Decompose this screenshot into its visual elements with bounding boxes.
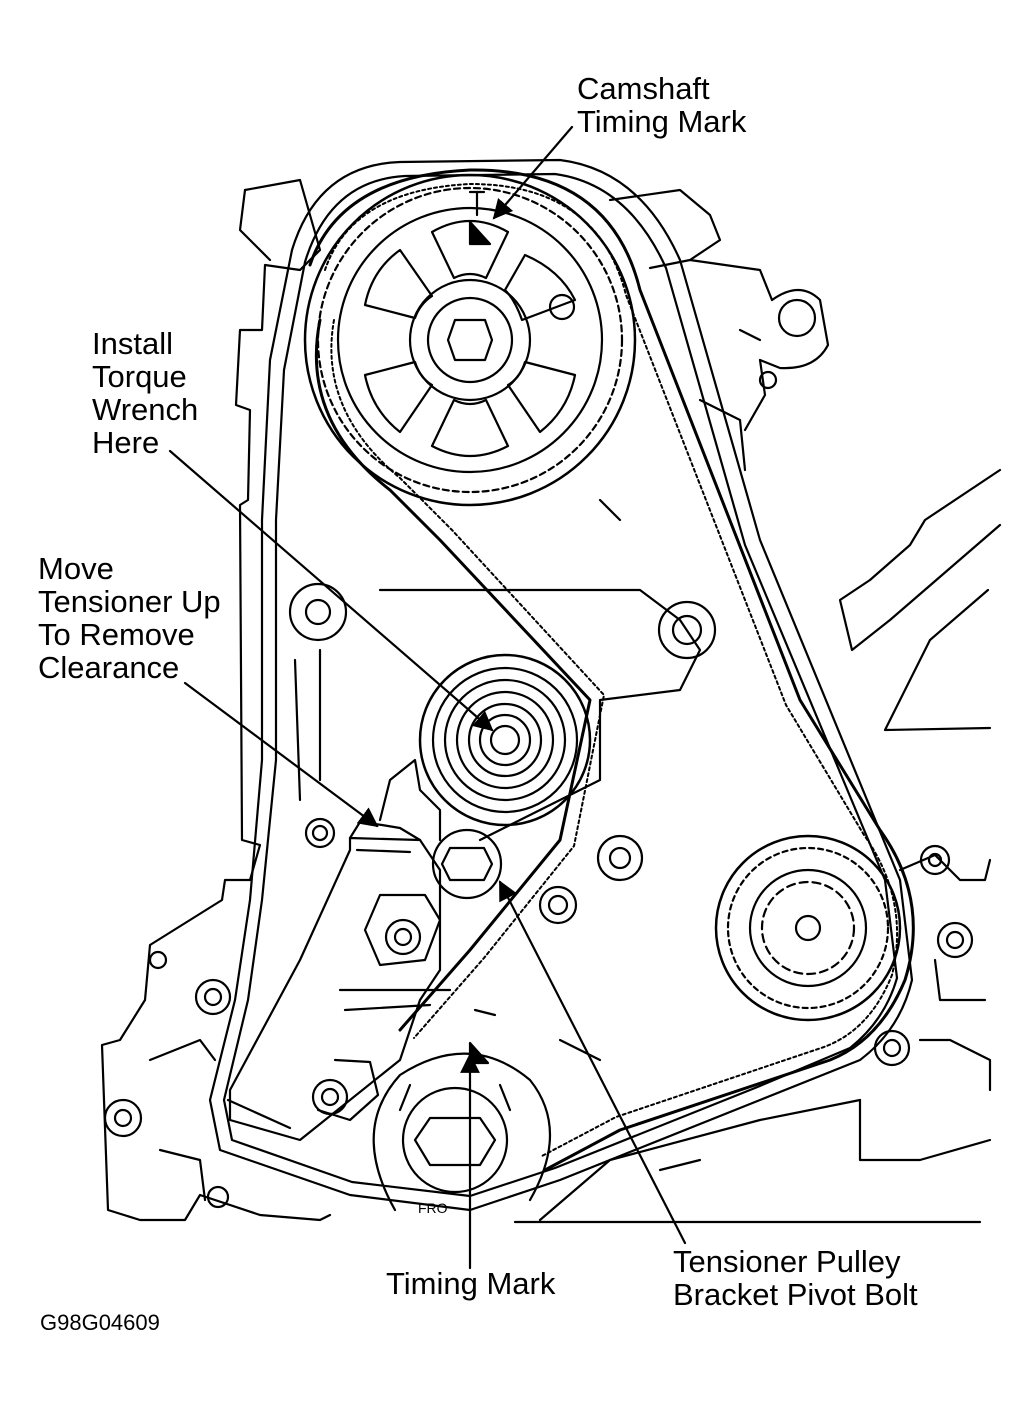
tensioner-pulley bbox=[418, 653, 592, 827]
label-move-tensioner: Move Tensioner Up To Remove Clearance bbox=[38, 552, 221, 684]
camshaft-sprocket bbox=[303, 173, 637, 507]
belt-cover-inner-lip bbox=[222, 172, 899, 1198]
block-bolts bbox=[103, 370, 974, 1209]
bracket-hole-right bbox=[657, 600, 717, 660]
leader-lines bbox=[168, 125, 687, 1270]
tensioner-bracket bbox=[378, 588, 702, 842]
label-line: Torque bbox=[92, 359, 187, 394]
label-tensioner-pivot-bolt: Tensioner Pulley Bracket Pivot Bolt bbox=[673, 1245, 918, 1311]
boss bbox=[596, 834, 644, 882]
label-line: Tensioner Up bbox=[38, 584, 221, 619]
leader-move-tensioner bbox=[183, 681, 379, 828]
engine-detail-lines bbox=[148, 328, 762, 1202]
mount-hole bbox=[777, 298, 817, 338]
label-line: Timing Mark bbox=[577, 104, 747, 139]
label-timing-mark: Timing Mark bbox=[386, 1267, 555, 1300]
label-line: Clearance bbox=[38, 650, 180, 685]
label-line: Bracket Pivot Bolt bbox=[673, 1277, 918, 1312]
bracket-hole-left bbox=[288, 582, 348, 642]
timing-belt bbox=[308, 168, 915, 1172]
leader-camshaft-mark bbox=[492, 125, 574, 220]
leader-torque-wrench bbox=[168, 449, 494, 732]
crankshaft-sprocket bbox=[372, 1041, 552, 1212]
label-line: Tensioner Pulley bbox=[673, 1244, 901, 1279]
label-line: Timing Mark bbox=[386, 1266, 556, 1301]
label-line: Move bbox=[38, 551, 114, 586]
upper-bolt bbox=[548, 293, 576, 321]
belt-cover-outline bbox=[208, 158, 914, 1212]
intermediate-sprocket bbox=[714, 834, 902, 1022]
label-line: Here bbox=[92, 425, 160, 460]
leader-pivot-bolt bbox=[498, 880, 687, 1245]
label-line: Install bbox=[92, 326, 173, 361]
label-install-torque-wrench: Install Torque Wrench Here bbox=[92, 327, 198, 459]
label-line: To Remove bbox=[38, 617, 195, 652]
label-camshaft-timing-mark: Camshaft Timing Mark bbox=[577, 72, 746, 138]
crank-stamp-text: FRO bbox=[418, 1200, 448, 1216]
pivot-bolt bbox=[431, 828, 503, 900]
label-line: Wrench bbox=[92, 392, 199, 427]
engine-block-outline bbox=[100, 178, 1002, 1224]
hydraulic-tensioner bbox=[226, 758, 442, 1142]
label-line: Camshaft bbox=[577, 71, 710, 106]
figure-code: G98G04609 bbox=[40, 1310, 160, 1335]
